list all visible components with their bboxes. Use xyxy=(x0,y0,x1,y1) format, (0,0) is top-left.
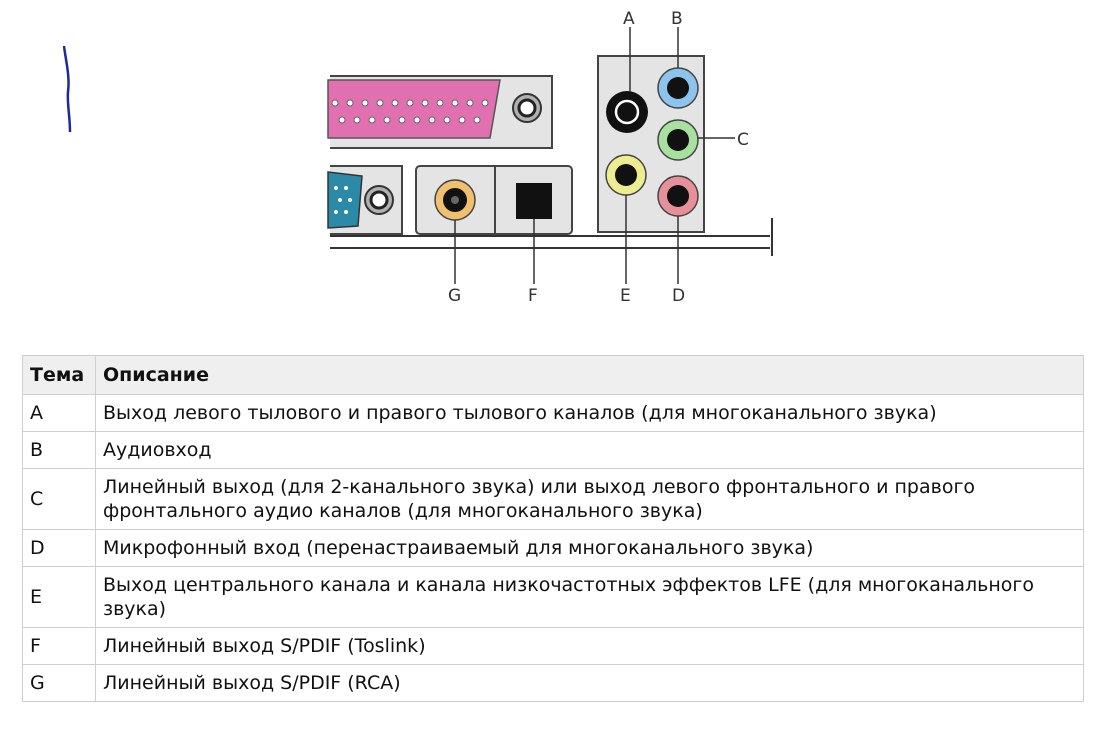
label-c: C xyxy=(737,130,749,150)
table-header-row: Тема Описание xyxy=(22,355,1084,395)
row-description: Выход центрального канала и канала низко… xyxy=(95,566,1084,628)
rear-panel-diagram: A B C D E F G xyxy=(62,9,773,306)
jack-a xyxy=(606,91,648,133)
parallel-connector xyxy=(327,79,501,139)
serial-port-block xyxy=(327,165,403,235)
row-description: Аудиовход xyxy=(95,431,1084,469)
spdif-block xyxy=(415,165,573,235)
jack-f-toslink xyxy=(516,183,552,219)
row-topic: A xyxy=(22,394,96,432)
leader-lines xyxy=(454,27,735,284)
label-b: B xyxy=(671,9,683,29)
parallel-screw xyxy=(512,93,542,123)
row-topic: F xyxy=(22,627,96,665)
jack-c xyxy=(657,119,699,161)
parallel-port-block xyxy=(327,75,553,149)
label-f: F xyxy=(528,286,538,306)
label-a: A xyxy=(623,9,635,29)
row-description: Выход левого тылового и правого тылового… xyxy=(95,394,1084,432)
row-description: Микрофонный вход (перенастраиваемый для … xyxy=(95,529,1084,567)
table-row: G Линейный выход S/PDIF (RCA) xyxy=(22,664,1084,702)
table-row: E Выход центрального канала и канала низ… xyxy=(22,566,1084,628)
serial-connector xyxy=(327,171,363,229)
row-description: Линейный выход S/PDIF (RCA) xyxy=(95,664,1084,702)
row-topic: C xyxy=(22,468,96,530)
label-e: E xyxy=(620,286,631,306)
table-row: B Аудиовход xyxy=(22,431,1084,469)
table-row: D Микрофонный вход (перенастраиваемый дл… xyxy=(22,529,1084,567)
header-topic: Тема xyxy=(22,355,96,395)
board-edge xyxy=(330,218,773,256)
pen-stroke-mark xyxy=(62,45,72,133)
row-description: Линейный выход S/PDIF (Toslink) xyxy=(95,627,1084,665)
audio-ports-table: Тема Описание A Выход левого тылового и … xyxy=(22,355,1084,702)
row-description: Линейный выход (для 2-канального звука) … xyxy=(95,468,1084,530)
jack-g-rca xyxy=(434,179,476,221)
row-topic: E xyxy=(22,566,96,628)
row-topic: B xyxy=(22,431,96,469)
jack-d xyxy=(657,175,699,217)
table-row: A Выход левого тылового и правого тылово… xyxy=(22,394,1084,432)
table-row: C Линейный выход (для 2-канального звука… xyxy=(22,468,1084,530)
table-row: F Линейный выход S/PDIF (Toslink) xyxy=(22,627,1084,665)
header-description: Описание xyxy=(95,355,1084,395)
jack-e xyxy=(605,154,647,196)
serial-screw xyxy=(364,185,394,215)
row-topic: D xyxy=(22,529,96,567)
audio-jack-panel xyxy=(597,55,705,233)
parallel-connector-pins xyxy=(331,99,489,124)
label-g: G xyxy=(448,286,461,306)
label-d: D xyxy=(672,286,685,306)
row-topic: G xyxy=(22,664,96,702)
jack-b xyxy=(657,67,699,109)
